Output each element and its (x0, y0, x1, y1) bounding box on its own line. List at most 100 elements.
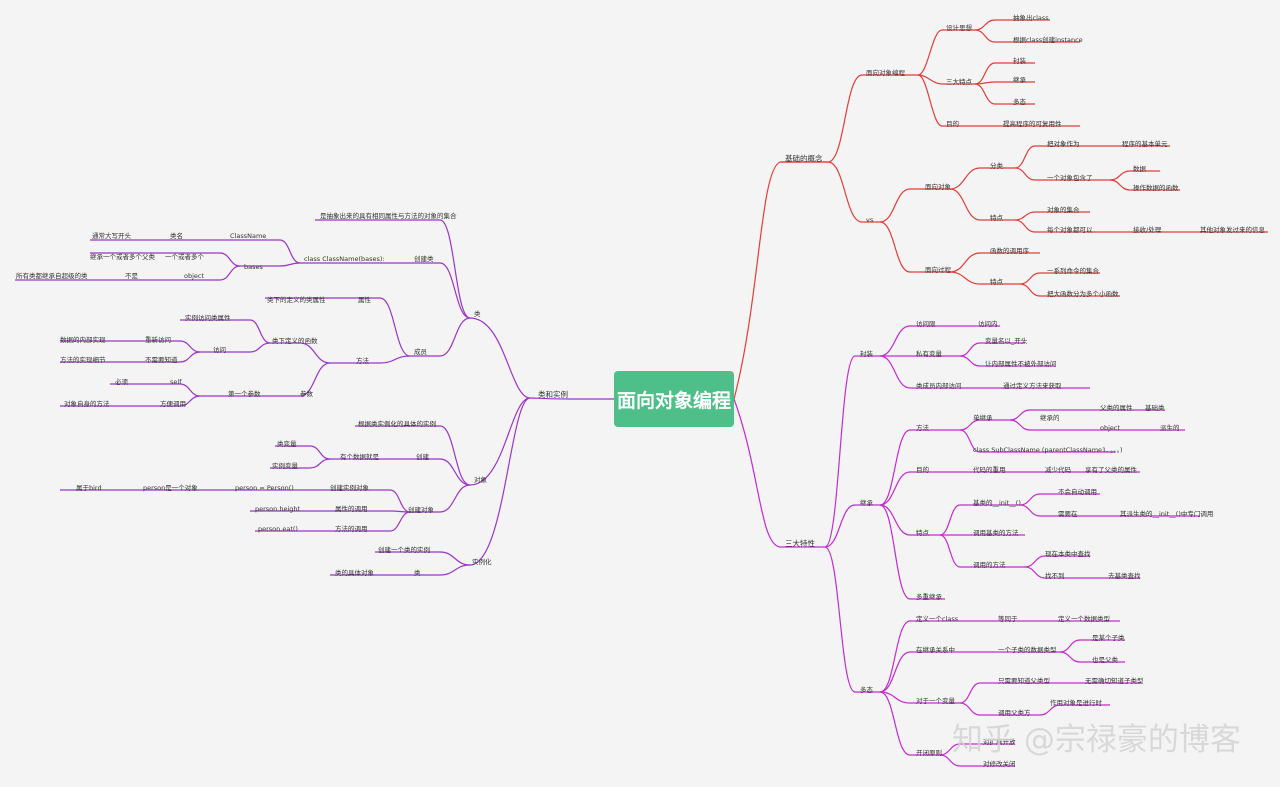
node-open-ext[interactable]: 对扩展开放 (983, 738, 1016, 746)
node-create-obj[interactable]: 创建对象 (408, 506, 434, 514)
node-encapsulation[interactable]: 封装 (860, 350, 873, 358)
node-underscore[interactable]: 变量名以_开头 (985, 337, 1028, 345)
root-node[interactable]: 面向对象编程 (614, 371, 734, 427)
node-no-child[interactable]: 无需确切知道子类型 (1085, 677, 1144, 685)
node-for-variable[interactable]: 对于一个变量 (916, 697, 955, 705)
node-members[interactable]: 成员 (414, 348, 427, 356)
node-commands[interactable]: 一系列命令的集合 (1047, 267, 1099, 275)
node-oo[interactable]: 面向对象 (925, 183, 951, 191)
node-base-init[interactable]: 基类的__init__() (973, 499, 1021, 507)
node-object-set[interactable]: 对象的集合 (1047, 206, 1080, 214)
node-basic-concepts[interactable]: 基础的概念 (785, 154, 823, 163)
node-must[interactable]: 必须 (115, 378, 128, 386)
node-basic-unit[interactable]: 程序的基本单元 (1122, 140, 1168, 148)
node-attr-call[interactable]: 属性的调用 (335, 505, 368, 513)
node-instance-var[interactable]: 实例变量 (272, 462, 298, 470)
node-oop[interactable]: 面向对象编程 (866, 69, 905, 77)
node-has-data[interactable]: 有个数据就是 (340, 453, 379, 461)
node-subclass-syntax[interactable]: class SubClassName (parentClassName1, 。。… (973, 446, 1123, 454)
node-capital[interactable]: 通常大写开头 (92, 232, 131, 240)
node-op[interactable]: 面向过程 (925, 266, 951, 274)
node-three-properties[interactable]: 三大特性 (785, 539, 815, 548)
node-find-self[interactable]: 现在本类中查找 (1045, 550, 1091, 558)
node-person-height[interactable]: person.height (255, 505, 301, 513)
node-close-mod[interactable]: 对修改关闭 (983, 760, 1016, 768)
node-inh-method[interactable]: 方法 (916, 424, 929, 432)
node-create-class[interactable]: 创建类 (414, 255, 434, 263)
node-find-base[interactable]: 去基类查找 (1108, 572, 1141, 580)
node-class-var[interactable]: 类变量 (277, 440, 297, 448)
node-is-subclass[interactable]: 是某个子类 (1092, 634, 1125, 642)
node-first-param[interactable]: 第一个参数 (228, 390, 261, 398)
node-is-parent[interactable]: 也是父类 (1092, 656, 1118, 664)
node-person-code[interactable]: person = Person() (235, 484, 294, 492)
node-each-object[interactable]: 每个对象都可以 (1047, 226, 1093, 234)
node-purpose[interactable]: 目的 (946, 120, 959, 128)
node-multi-inh[interactable]: 多重继承 (916, 593, 942, 601)
node-subclass-type[interactable]: 一个子类的数据类型 (998, 646, 1057, 654)
node-encapsulation-a[interactable]: 封装 (1013, 57, 1026, 65)
node-inh-feature[interactable]: 特点 (916, 529, 929, 537)
node-object-contains[interactable]: 一个对象包含了 (1047, 174, 1093, 182)
node-derived-init[interactable]: 其派生类的__init__()中专门调用 (1120, 510, 1214, 518)
node-class-desc[interactable]: 是抽象出来的具有相同属性与方法的对象的集合 (320, 212, 457, 220)
node-define-class[interactable]: 定义一个class (916, 615, 959, 623)
node-polymorphism-a[interactable]: 多态 (1013, 98, 1026, 106)
node-class-attr[interactable]: 类下的定义的类属性 (267, 296, 326, 304)
node-need-in[interactable]: 需要在 (1058, 510, 1078, 518)
node-as-object[interactable]: 把对象作为 (1047, 140, 1080, 148)
node-less-code[interactable]: 减少代码 (1045, 466, 1071, 474)
node-access-limit[interactable]: 访问限 (916, 320, 936, 328)
node-single-inh[interactable]: 单继承 (973, 414, 993, 422)
node-inh-goal[interactable]: 目的 (916, 466, 929, 474)
node-class[interactable]: 类 (474, 310, 481, 318)
node-open-closed[interactable]: 开闭原则 (916, 749, 942, 757)
node-method[interactable]: 方法 (356, 357, 369, 365)
node-code-reuse[interactable]: 代码的重用 (973, 466, 1006, 474)
node-access-inner[interactable]: 访问内 (978, 320, 998, 328)
node-object[interactable]: object (1100, 424, 1121, 432)
node-call-base[interactable]: 调用基类的方法 (973, 529, 1019, 537)
node-abstract-class[interactable]: 抽象出class (1013, 14, 1049, 22)
node-object-base[interactable]: object (184, 272, 205, 280)
node-concrete-obj[interactable]: 类的具体对象 (335, 569, 374, 577)
node-access[interactable]: 访问 (213, 346, 226, 354)
node-create-instance-obj[interactable]: 创建实例对象 (330, 484, 369, 492)
node-data-functions[interactable]: 操作数据的函数 (1133, 184, 1179, 192)
node-params[interactable]: 参数 (300, 390, 313, 398)
node-method-def[interactable]: 类下定义的函数 (272, 337, 318, 345)
node-inner-access[interactable]: 类成员内部访问 (916, 382, 962, 390)
node-obj-create[interactable]: 创建 (416, 453, 429, 461)
node-classname-rule[interactable]: 类名 (170, 232, 183, 240)
node-design-idea[interactable]: 设计思想 (946, 24, 972, 32)
node-polymorphism[interactable]: 多态 (860, 686, 873, 694)
node-vs[interactable]: vs (866, 216, 874, 224)
node-data[interactable]: 数据 (1133, 165, 1146, 173)
node-object-main[interactable]: 对象 (474, 476, 487, 484)
node-inherited[interactable]: 继承的 (1040, 414, 1060, 422)
node-access-class-attr[interactable]: 实例访问类属性 (185, 314, 231, 322)
node-know-parent[interactable]: 只需要知道父类型 (998, 677, 1050, 685)
node-own-parent-attr[interactable]: 享有了父类的属性 (1085, 466, 1137, 474)
node-bird[interactable]: 属于bird (76, 484, 102, 492)
node-inherit-parents[interactable]: 继承一个或者多个父类 (90, 253, 155, 261)
node-impl-details[interactable]: 方法的实现细节 (60, 356, 106, 364)
node-parent-attr[interactable]: 父类的属性 (1100, 404, 1133, 412)
node-op-feature[interactable]: 特点 (990, 278, 1003, 286)
node-runtime[interactable]: 作用对象是进行时 (1050, 699, 1102, 707)
node-in-inheritance[interactable]: 在继承关系中 (916, 646, 955, 654)
node-call-method[interactable]: 调用的方法 (973, 561, 1006, 569)
node-person-obj[interactable]: person是一个对象 (143, 484, 198, 492)
node-call-parent[interactable]: 调用父类方 (998, 709, 1031, 717)
node-reuse[interactable]: 提高程序的可复用性 (1003, 120, 1062, 128)
node-object-desc[interactable]: 根据类实例化的具体的实例 (358, 420, 436, 428)
node-bases[interactable]: bases (244, 263, 263, 271)
node-hide-attr[interactable]: 让内部属性不被外部访问 (985, 360, 1057, 368)
node-class-instance[interactable]: 类和实例 (538, 390, 568, 399)
node-private-var[interactable]: 私有变量 (916, 350, 942, 358)
node-re-access[interactable]: 重新访问 (145, 336, 171, 344)
node-person-eat[interactable]: person.eat() (258, 525, 298, 533)
node-inheritance[interactable]: 继承 (860, 499, 873, 507)
node-no-need[interactable]: 不需要知道 (145, 356, 178, 364)
node-equals[interactable]: 等同于 (998, 615, 1018, 623)
